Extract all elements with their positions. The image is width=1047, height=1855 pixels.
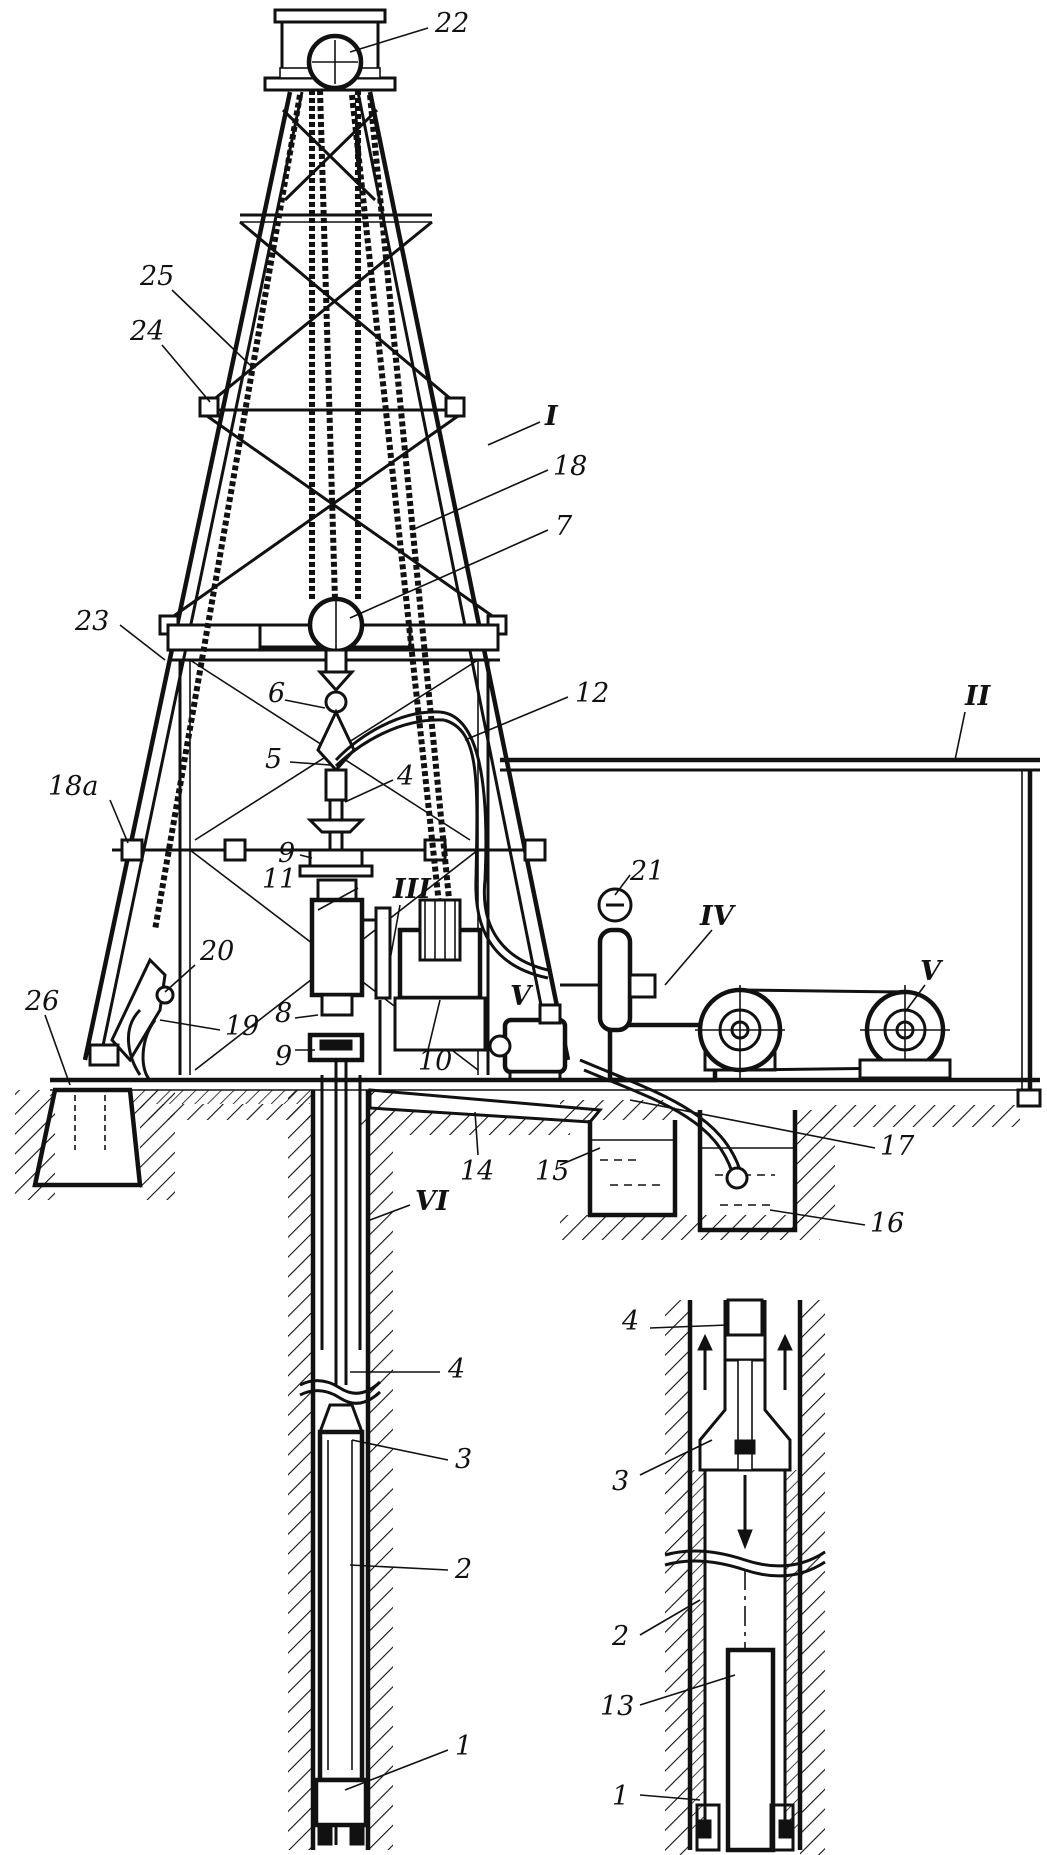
label-2-left: 2 bbox=[454, 1554, 472, 1585]
label-20: 20 bbox=[199, 936, 234, 967]
label-4-detail: 4 bbox=[621, 1306, 639, 1337]
label-VI: VI bbox=[415, 1186, 450, 1217]
crown-block bbox=[306, 33, 364, 91]
drilling-ropes bbox=[152, 89, 458, 961]
label-1-detail: 1 bbox=[612, 1781, 629, 1812]
label-26: 26 bbox=[24, 986, 59, 1017]
drawworks bbox=[378, 898, 487, 1075]
label-8: 8 bbox=[275, 998, 292, 1029]
label-2-detail: 2 bbox=[611, 1621, 629, 1652]
label-6: 6 bbox=[268, 678, 285, 709]
core-barrel bbox=[313, 1403, 369, 1846]
label-3-detail: 3 bbox=[612, 1466, 629, 1497]
label-24: 24 bbox=[129, 316, 164, 347]
label-IV: IV bbox=[699, 901, 737, 932]
label-23: 23 bbox=[74, 606, 109, 637]
label-18a: 18a bbox=[48, 771, 98, 802]
label-V-left: V bbox=[510, 981, 534, 1012]
label-II: II bbox=[964, 681, 992, 712]
anchor-assembly bbox=[88, 957, 175, 1082]
label-13: 13 bbox=[600, 1691, 634, 1722]
label-17: 17 bbox=[880, 1131, 915, 1162]
rotary-table-lower bbox=[307, 1032, 365, 1063]
hook-and-swivel bbox=[316, 690, 445, 802]
label-25: 25 bbox=[139, 261, 174, 292]
label-12: 12 bbox=[575, 678, 609, 709]
label-V-right: V bbox=[920, 956, 944, 987]
label-9-lower: 9 bbox=[275, 1041, 292, 1072]
pump-house bbox=[500, 757, 1042, 1108]
label-21: 21 bbox=[629, 856, 664, 887]
leader-lines bbox=[44, 27, 966, 1801]
part-labels: 22 25 24 I 18 7 23 6 12 II 5 4 18a 9 21 … bbox=[24, 8, 992, 1812]
label-18: 18 bbox=[553, 451, 587, 482]
label-5: 5 bbox=[265, 744, 282, 775]
travelling-block bbox=[307, 596, 365, 693]
label-7: 7 bbox=[555, 511, 573, 542]
label-I: I bbox=[544, 401, 559, 432]
label-14: 14 bbox=[460, 1156, 494, 1187]
pump-motor bbox=[695, 985, 952, 1080]
rotary-table-upper bbox=[298, 848, 374, 878]
label-22: 22 bbox=[434, 8, 469, 39]
power-swivel bbox=[309, 878, 392, 1017]
label-11: 11 bbox=[262, 864, 296, 895]
label-19: 19 bbox=[225, 1011, 259, 1042]
label-III: III bbox=[392, 874, 432, 905]
detail-section bbox=[664, 1298, 826, 1855]
suction-tank bbox=[560, 1058, 835, 1240]
label-16: 16 bbox=[870, 1208, 904, 1239]
label-4-upper: 4 bbox=[396, 761, 414, 792]
label-9-upper: 9 bbox=[278, 838, 295, 869]
label-4-mid: 4 bbox=[447, 1354, 465, 1385]
engine-small bbox=[488, 1003, 568, 1082]
anchor-foundation bbox=[15, 1087, 175, 1200]
label-10: 10 bbox=[418, 1046, 452, 1077]
label-15: 15 bbox=[535, 1156, 569, 1187]
label-1-left: 1 bbox=[455, 1731, 472, 1762]
label-3-left: 3 bbox=[455, 1444, 472, 1475]
